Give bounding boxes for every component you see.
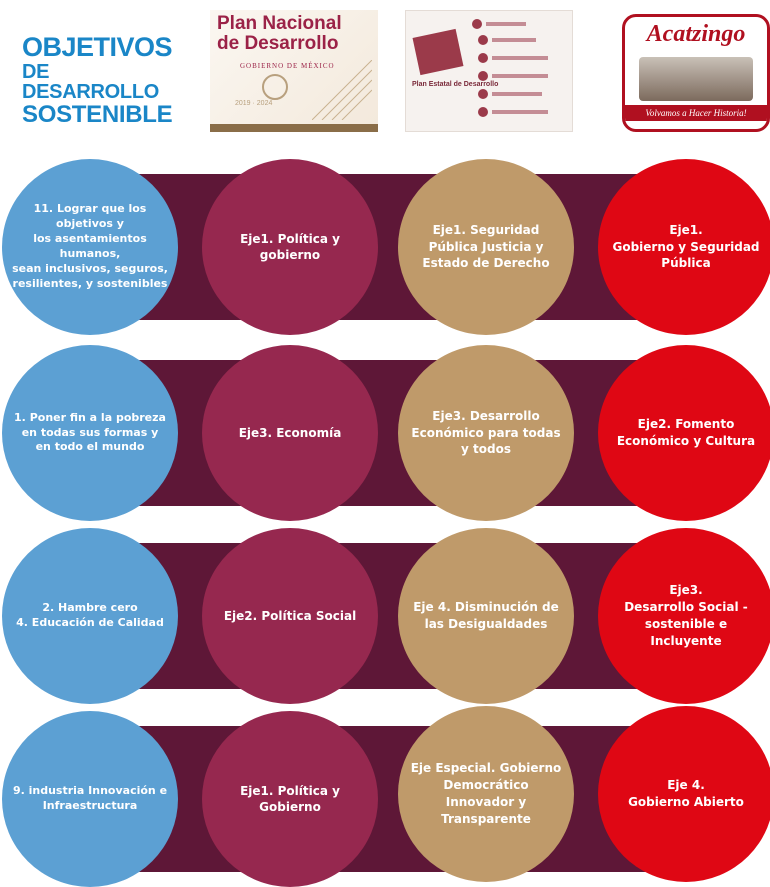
plan-municipal-text: Eje2. Fomento Económico y Cultura <box>616 417 756 448</box>
acatzingo-name: Acatzingo <box>646 21 746 47</box>
plan-municipal-circle-row2: Eje2. Fomento Económico y Cultura <box>598 345 770 521</box>
plan-estatal-circle-row1: Eje1. Seguridad Pública Justicia y Estad… <box>398 159 574 335</box>
ods-circle-row3: 2. Hambre cero 4. Educación de Calidad <box>2 528 178 704</box>
plan-municipal-text: Eje3. Desarrollo Social - sostenible e I… <box>624 583 748 648</box>
plan-estatal-circle-row4: Eje Especial. Gobierno Democrático Innov… <box>398 706 574 882</box>
ods-logo-line2: DE DESARROLLO <box>22 61 160 103</box>
plan-nacional-circle-row3: Eje2. Política Social <box>202 528 378 704</box>
ods-logo-line1: OBJETIVOS <box>22 32 173 62</box>
national-seal-icon <box>262 74 288 100</box>
plan-municipal-circle-row3: Eje3. Desarrollo Social - sostenible e I… <box>598 528 770 704</box>
plan-estatal-title: Plan Estatal de Desarrollo <box>412 81 499 88</box>
plan-estatal-cover-icon <box>412 28 464 76</box>
plan-estatal-logo: Plan Estatal de Desarrollo <box>405 10 573 132</box>
axis-bar <box>492 92 542 96</box>
plan-municipal-text: Eje 4. Gobierno Abierto <box>628 778 744 809</box>
axis-bar <box>486 22 526 26</box>
ods-text: 2. Hambre cero 4. Educación de Calidad <box>16 601 164 629</box>
axis-dot-icon <box>478 89 488 99</box>
municipal-building-icon <box>639 57 753 101</box>
axis-dot-icon <box>478 53 488 63</box>
acatzingo-slogan: Volvamos a Hacer Historia! <box>625 105 767 121</box>
ods-circle-row4: 9. industria Innovación e Infraestructur… <box>2 711 178 887</box>
axis-dot-icon <box>472 19 482 29</box>
plan-municipal-text: Eje1. Gobierno y Seguridad Pública <box>612 222 760 271</box>
axis-bar <box>492 56 548 60</box>
plan-estatal-text: Eje1. Seguridad Pública Justicia y Estad… <box>422 222 550 271</box>
plan-estatal-text: Eje3. Desarrollo Económico para todas y … <box>411 408 561 457</box>
ods-text: 9. industria Innovación e Infraestructur… <box>12 784 168 812</box>
plan-nacional-title: Plan Nacional de Desarrollo <box>217 13 342 54</box>
plan-nacional-subtitle: GOBIERNO DE MÉXICO <box>240 62 335 70</box>
axis-dot-icon <box>478 71 488 81</box>
ods-logo-line3: SOSTENIBLE <box>22 101 173 128</box>
plan-nacional-circle-row2: Eje3. Economía <box>202 345 378 521</box>
plan-nacional-circle-row1: Eje1. Política y gobierno <box>202 159 378 335</box>
plan-nacional-logo: Plan Nacional de Desarrollo GOBIERNO DE … <box>210 10 378 132</box>
plan-municipal-circle-row1: Eje1. Gobierno y Seguridad Pública <box>598 159 770 335</box>
axis-bar <box>492 110 548 114</box>
plan-estatal-circle-row2: Eje3. Desarrollo Económico para todas y … <box>398 345 574 521</box>
plan-nacional-text: Eje2. Política Social <box>223 608 357 623</box>
plan-nacional-circle-row4: Eje1. Política y Gobierno <box>202 711 378 887</box>
plan-estatal-circle-row3: Eje 4. Disminución de las Desigualdades <box>398 528 574 704</box>
ods-logo: OBJETIVOS DE DESARROLLO SOSTENIBLE <box>22 32 182 127</box>
plan-estatal-text: Eje 4. Disminución de las Desigualdades <box>413 600 559 631</box>
axis-dot-icon <box>478 107 488 117</box>
ods-circle-row1: 11. Lograr que los objetivos y los asent… <box>2 159 178 335</box>
plan-nacional-text: Eje1. Política y gobierno <box>240 231 340 262</box>
acatzingo-logo: Acatzingo Volvamos a Hacer Historia! <box>622 14 770 132</box>
ods-text: 11. Lograr que los objetivos y los asent… <box>12 202 168 290</box>
axis-bar <box>492 38 536 42</box>
ods-text: 1. Poner fin a la pobreza en todas sus f… <box>14 410 166 454</box>
axis-bar <box>492 74 548 78</box>
plan-municipal-circle-row4: Eje 4. Gobierno Abierto <box>598 706 770 882</box>
plan-nacional-years: 2019 · 2024 <box>235 100 273 107</box>
plan-nacional-text: Eje3. Economía <box>238 425 342 440</box>
axis-dot-icon <box>478 35 488 45</box>
plan-nacional-text: Eje1. Política y Gobierno <box>240 783 340 814</box>
ods-circle-row2: 1. Poner fin a la pobreza en todas sus f… <box>2 345 178 521</box>
decorative-lines-icon <box>312 60 372 120</box>
plan-estatal-text: Eje Especial. Gobierno Democrático Innov… <box>410 761 562 826</box>
